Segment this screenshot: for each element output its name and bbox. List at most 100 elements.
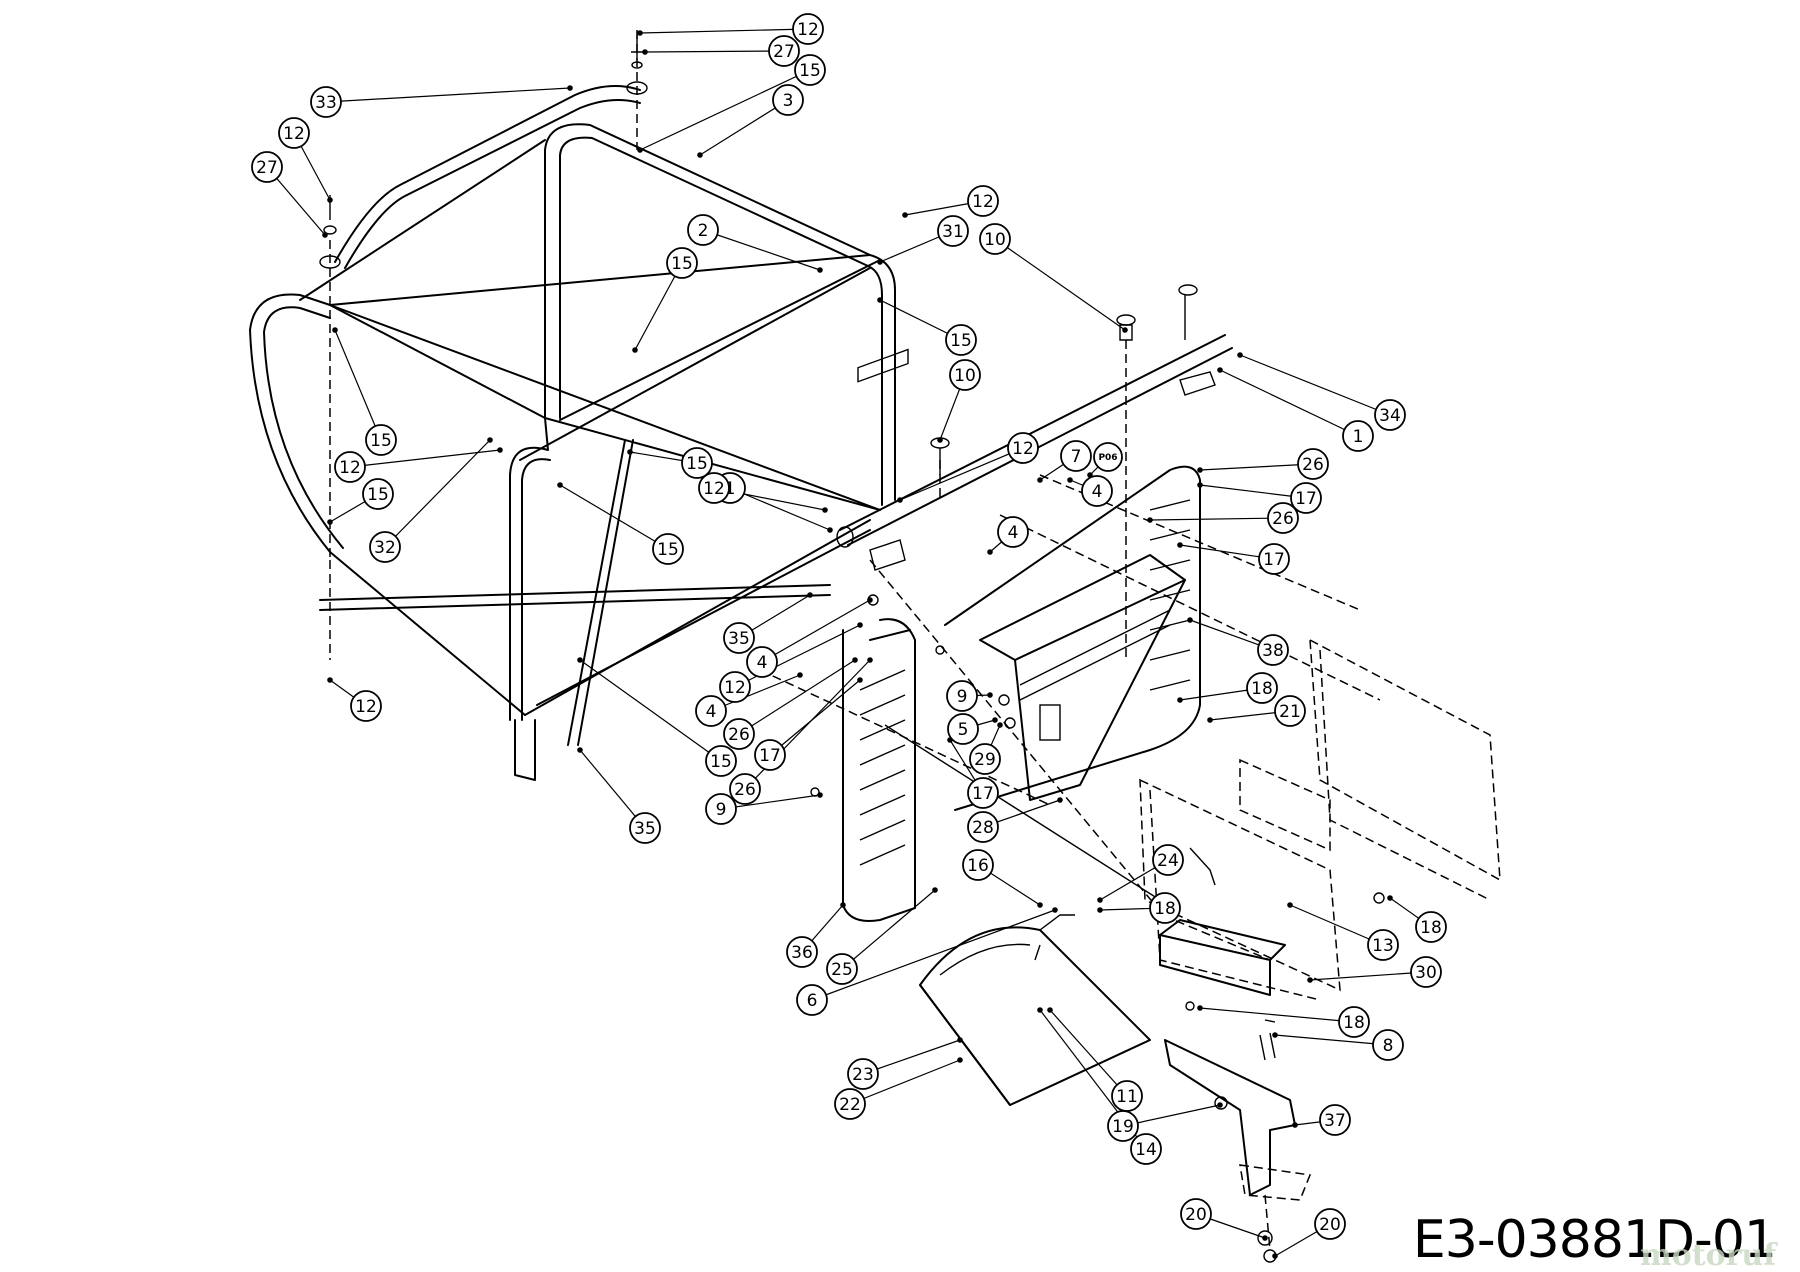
callout-26: 26: [1297, 448, 1329, 480]
callout-label: 15: [799, 61, 821, 81]
callout-15: 15: [362, 478, 394, 510]
leader-tip: [1307, 977, 1313, 983]
callout-label: 14: [1135, 1140, 1157, 1160]
callout-4: 4: [997, 516, 1029, 548]
callout-17: 17: [754, 739, 786, 771]
watermark: motoruf: [1640, 1238, 1777, 1272]
leader-tip: [877, 259, 883, 265]
leader-line: [849, 1059, 961, 1105]
leader-tip: [797, 672, 803, 678]
leader-line: [1274, 1034, 1389, 1046]
leader-line: [384, 439, 491, 548]
leader-line: [738, 659, 856, 735]
callout-label: 4: [706, 702, 717, 722]
leader-line: [862, 1039, 961, 1075]
leader-line: [1219, 369, 1359, 437]
leader-tip: [327, 677, 333, 683]
callout-label: 6: [807, 991, 818, 1011]
leader-tip: [827, 527, 833, 533]
leader-tip: [627, 449, 633, 455]
leader-tip: [577, 657, 583, 663]
leader-tip: [987, 692, 993, 698]
callout-9: 9: [946, 680, 978, 712]
callout-19: 19: [1107, 1110, 1139, 1142]
leader-tip: [1197, 482, 1203, 488]
leader-tip: [822, 507, 828, 513]
leader-tip: [840, 902, 846, 908]
callout-35: 35: [723, 622, 755, 654]
dashed-centerlines: [329, 30, 1381, 961]
callout-label: 4: [1092, 482, 1103, 502]
callout-label: 15: [370, 431, 392, 451]
callout-label: 8: [1383, 1036, 1394, 1056]
leader-tip: [1197, 1005, 1203, 1011]
bracket-37: [1164, 1039, 1296, 1196]
callout-label: 9: [716, 800, 727, 820]
callout-15: 15: [365, 424, 397, 456]
callout-label: 28: [972, 818, 994, 838]
callout-label: 32: [374, 538, 396, 558]
leader-tip: [557, 482, 563, 488]
callout-label: 33: [315, 93, 337, 113]
callout-6: 6: [796, 984, 828, 1016]
callout-35: 35: [629, 812, 661, 844]
callout-label: 4: [757, 653, 768, 673]
callout-18: 18: [1149, 892, 1181, 924]
callout-label: 17: [759, 746, 781, 766]
callout-label: 26: [1272, 509, 1294, 529]
callout-label: 12: [339, 458, 361, 478]
callout-label: 20: [1319, 1215, 1341, 1235]
callout-label: 17: [972, 784, 994, 804]
leader-tip: [1057, 797, 1063, 803]
callout-21: 21: [1274, 695, 1306, 727]
callout-label: 12: [972, 192, 994, 212]
callout-26: 26: [1267, 502, 1299, 534]
callout-label: 27: [773, 42, 795, 62]
callout-17: 17: [1258, 543, 1290, 575]
callout-34: 34: [1374, 399, 1406, 431]
callout-10: 10: [949, 359, 981, 391]
callout-label: 2: [698, 221, 709, 241]
callout-12: 12: [967, 185, 999, 217]
leader-tip: [637, 147, 643, 153]
leader-line: [639, 69, 811, 151]
leader-tip: [1292, 1122, 1298, 1128]
leader-line: [1199, 484, 1307, 499]
leader-tip: [642, 49, 648, 55]
callout-label: 29: [974, 750, 996, 770]
leader-tip: [487, 437, 493, 443]
callout-15: 15: [705, 745, 737, 777]
callout-18: 18: [1246, 672, 1278, 704]
leader-tip: [807, 592, 813, 598]
callout-label: 12: [283, 124, 305, 144]
leader-line: [744, 659, 871, 790]
callout-10: 10: [979, 223, 1011, 255]
leader-tip: [1287, 902, 1293, 908]
callout-label: 26: [734, 780, 756, 800]
callout-label: 26: [1302, 455, 1324, 475]
leader-tip: [1217, 1102, 1223, 1108]
callout-17: 17: [1290, 482, 1322, 514]
leader-line: [734, 624, 861, 688]
callout-20: 20: [1180, 1198, 1212, 1230]
leader-tip: [1387, 895, 1393, 901]
leader-tip: [1177, 542, 1183, 548]
leader-tip: [577, 747, 583, 753]
callout-label: 13: [1372, 936, 1394, 956]
callout-label: 10: [954, 366, 976, 386]
callout-27: 27: [768, 35, 800, 67]
callout-38: 38: [1257, 634, 1289, 666]
callout-15: 15: [794, 54, 826, 86]
leader-line: [720, 794, 821, 810]
callout-label: 18: [1343, 1013, 1365, 1033]
leader-tip: [932, 887, 938, 893]
callout-label: 15: [710, 752, 732, 772]
callout-12: 12: [698, 472, 730, 504]
callout-23: 23: [847, 1058, 879, 1090]
callout-2: 2: [687, 214, 719, 246]
callout-label: 26: [728, 725, 750, 745]
leader-tip: [852, 657, 858, 663]
leader-tip: [857, 622, 863, 628]
callout-18: 18: [1415, 911, 1447, 943]
